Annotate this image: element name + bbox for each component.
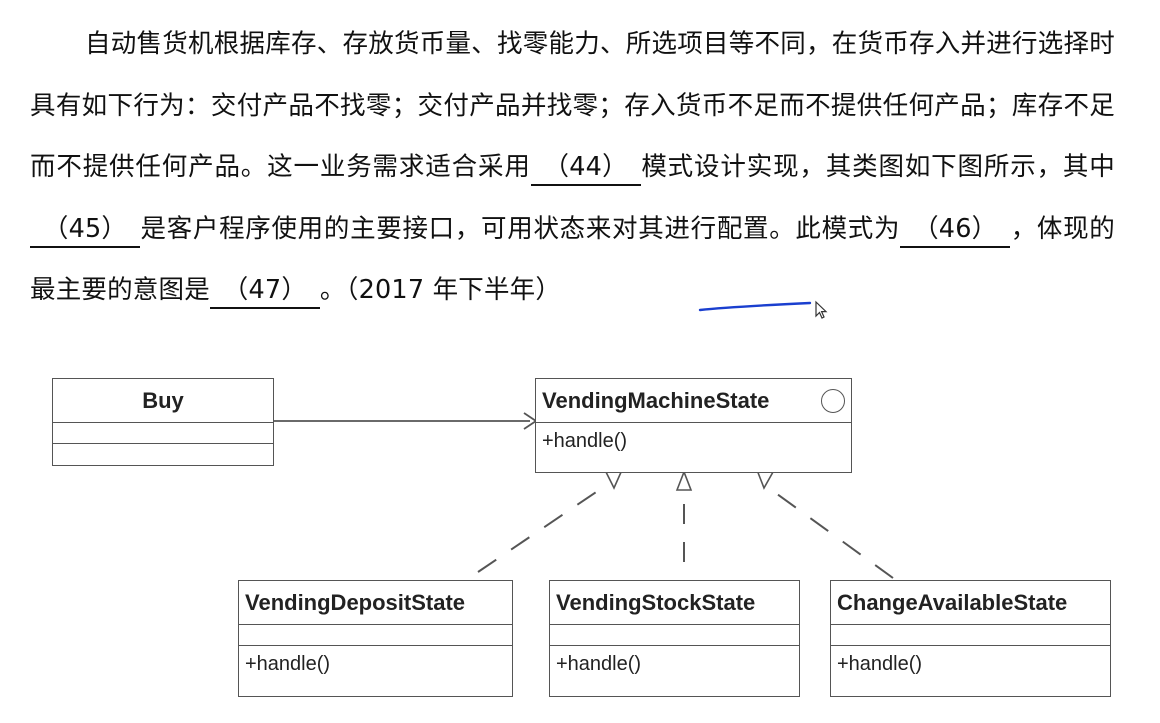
class-change-available-state: ChangeAvailableState +handle() [830, 580, 1111, 697]
blank-46: （46） [900, 212, 1011, 248]
attributes-compartment [550, 625, 799, 646]
realization-line-change [765, 485, 894, 579]
blank-44: （44） [530, 150, 641, 186]
realization-head-stock [675, 469, 693, 491]
question-part-4: ，体现的最主要的意图是 [30, 213, 1115, 306]
operation-handle: +handle() [542, 430, 628, 452]
handwritten-underline [698, 301, 812, 312]
operation-handle: +handle() [556, 653, 642, 675]
question-part-2: 模式设计实现，其类图如下图所示，其中 [640, 152, 1115, 182]
class-name-buy: Buy [53, 379, 273, 423]
class-buy: Buy [52, 378, 274, 466]
blank-45: （45） [30, 212, 140, 248]
interface-circle-icon [821, 389, 845, 413]
attributes-compartment [831, 625, 1110, 646]
question-part-1: 自动售货机根据库存、存放货币量、找零能力、所选项目等不同，在货币存入并进行选择时… [30, 29, 1115, 182]
class-name-vending-deposit-state: VendingDepositState [239, 581, 512, 625]
operation-handle: +handle() [245, 653, 331, 675]
class-vending-deposit-state: VendingDepositState +handle() [238, 580, 513, 697]
class-vending-stock-state: VendingStockState +handle() [549, 580, 800, 697]
attributes-compartment [53, 423, 273, 444]
class-name-vending-stock-state: VendingStockState [550, 581, 799, 625]
class-name-vending-machine-state: VendingMachineState [536, 379, 851, 423]
question-part-6: ） [535, 275, 562, 305]
class-vending-machine-state: VendingMachineState +handle() [535, 378, 852, 473]
mouse-cursor-icon [815, 300, 828, 319]
question-part-3: 是客户程序使用的主要接口，可用状态来对其进行配置。此模式为 [140, 213, 901, 244]
operation-handle: +handle() [837, 653, 923, 675]
question-text: 自动售货机根据库存、存放货币量、找零能力、所选项目等不同，在货币存入并进行选择时… [30, 14, 1115, 322]
attributes-compartment [239, 625, 512, 646]
exam-year: 2017 年下半年 [358, 275, 536, 305]
class-name-change-available-state: ChangeAvailableState [831, 581, 1110, 625]
realization-line-deposit [477, 483, 609, 573]
blank-47: （47） [209, 273, 320, 309]
question-part-5: 。（ [319, 275, 359, 305]
